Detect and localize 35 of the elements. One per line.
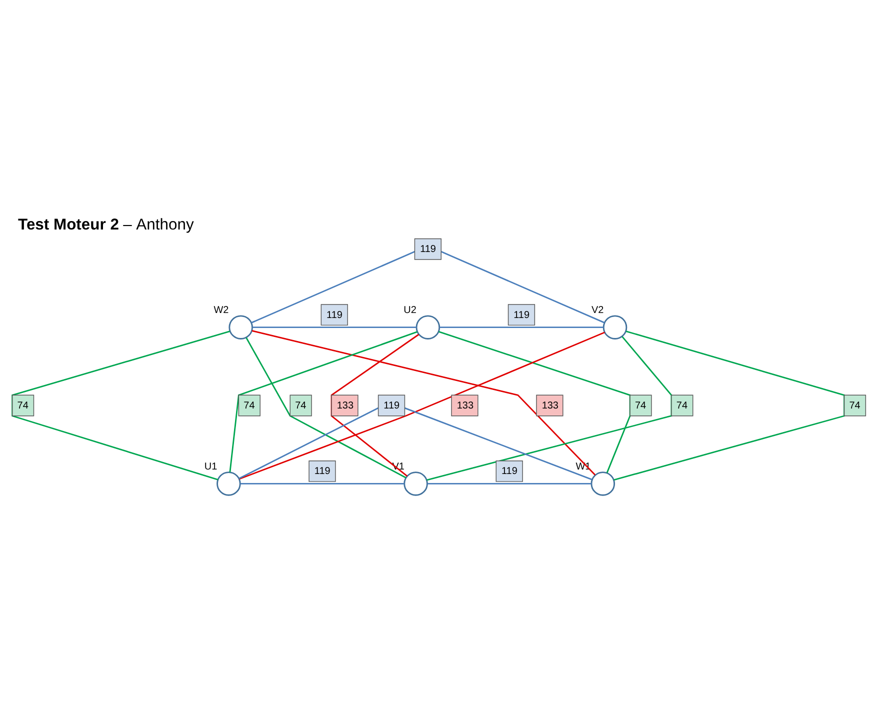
node-circle: [228, 315, 253, 340]
edge-label: 119: [514, 310, 530, 321]
edge-label: 74: [849, 400, 860, 412]
node-label: U1: [204, 462, 218, 473]
edge-label: 133: [456, 400, 474, 412]
edge-label: 119: [501, 466, 518, 478]
connector: [229, 331, 418, 472]
connector: [440, 326, 604, 328]
diagram-title: Test Moteur 2 – Anthony: [18, 216, 194, 234]
node-label: W2: [214, 305, 229, 316]
connector: [438, 330, 631, 474]
edge-label: 133: [542, 400, 559, 412]
edge-label: 119: [420, 244, 436, 256]
connector: [240, 483, 404, 484]
connector: [251, 250, 605, 324]
connector: [252, 326, 416, 328]
node-label: U2: [404, 305, 416, 316]
connector: [238, 407, 592, 480]
node-circle: [216, 472, 241, 496]
node-label: V2: [591, 305, 604, 316]
edge-label: 74: [17, 400, 28, 412]
node-circle: [602, 315, 628, 340]
node-circle: [416, 315, 440, 340]
edge-label: 74: [676, 400, 688, 412]
edge-label: 74: [635, 400, 646, 412]
edge-label: 119: [314, 466, 330, 478]
node-circle: [590, 472, 616, 496]
edge-label: 74: [295, 400, 306, 412]
node-circle: [404, 472, 428, 496]
edge-label: 119: [326, 310, 342, 321]
edge-label: 119: [384, 400, 400, 412]
connector: [614, 330, 845, 481]
connector: [428, 483, 592, 484]
edge-label: 133: [336, 400, 354, 412]
edge-label: 74: [244, 400, 255, 412]
